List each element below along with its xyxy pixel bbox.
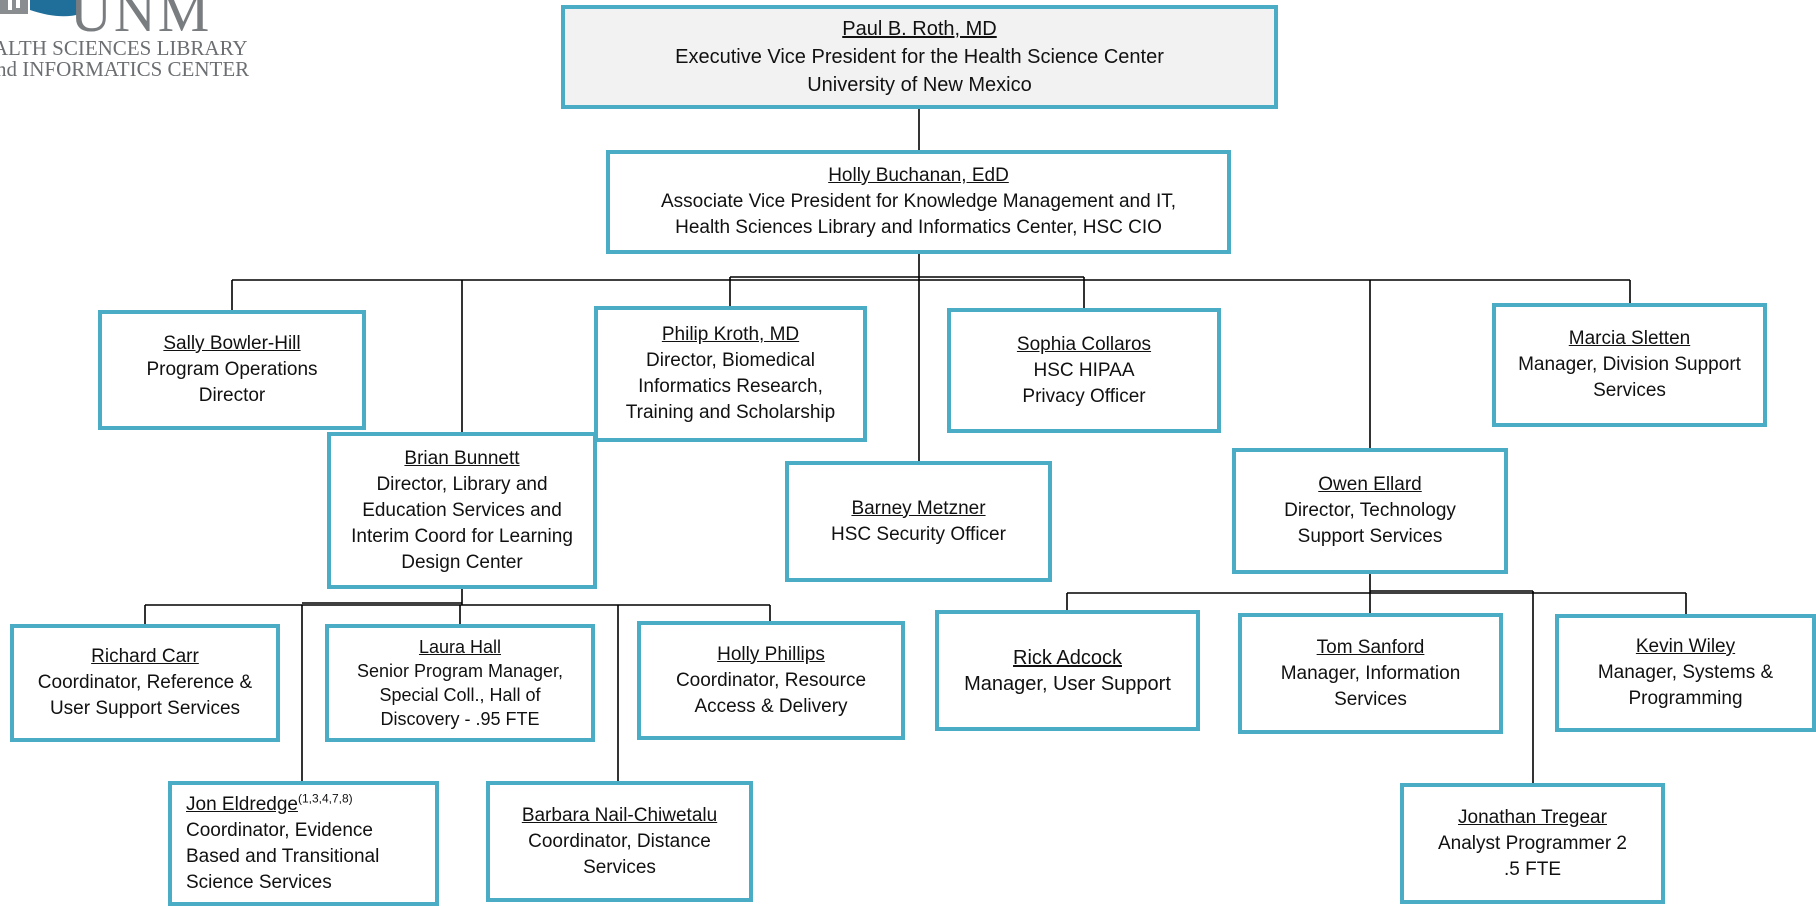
person-name: Barbara Nail-Chiwetalu [521,804,718,826]
person-name: Holly Buchanan, EdD [828,165,1009,186]
person-title: HSC HIPAA [1033,359,1135,381]
person-name: Marcia Sletten [1568,328,1691,349]
person-title: Education Services and [362,499,562,521]
person-title: Discovery - .95 FTE [380,709,540,729]
person-name: Tom Sanford [1316,636,1425,658]
person-title: Services [1593,380,1666,401]
person-title: Coordinator, Distance [528,830,711,852]
org-node-tregear: Jonathan Tregear Analyst Programmer 2 .5… [1400,783,1665,904]
person-title: Privacy Officer [1022,385,1146,407]
person-title: Manager, Information [1280,662,1461,684]
logo-line-2: nd INFORMATICS CENTER [0,57,250,80]
org-node-metzner: Barney Metzner HSC Security Officer [785,461,1052,582]
footnote-refs: (1,3,4,7,8) [297,791,353,806]
person-title: Senior Program Manager, [356,661,564,681]
person-title: Executive Vice President for the Health … [675,46,1164,68]
person-name: Jon Eldredge [186,793,298,815]
person-title: Manager, User Support [964,672,1171,695]
person-title: Program Operations [146,359,318,380]
unm-hslic-logo: UNM EALTH SCIENCES LIBRARY nd INFORMATIC… [0,0,300,80]
logo-line-1: EALTH SCIENCES LIBRARY [0,36,248,60]
person-title: Associate Vice President for Knowledge M… [660,191,1177,212]
org-node-eldredge: Jon Eldredge(1,3,4,7,8) Coordinator, Evi… [168,781,439,906]
person-title: Analyst Programmer 2 [1437,832,1627,854]
person-title: Informatics Research, [638,376,823,397]
person-title: Director, Biomedical [646,350,815,371]
org-node-collaros: Sophia Collaros HSC HIPAA Privacy Office… [947,308,1221,433]
person-name: Rick Adcock [1013,646,1122,669]
person-name: Barney Metzner [851,497,986,519]
person-name: Richard Carr [91,646,199,667]
person-title: Science Services [186,871,332,893]
person-name: Sophia Collaros [1016,333,1152,355]
person-name: Owen Ellard [1318,474,1422,495]
person-name: Paul B. Roth, MD [842,18,997,40]
org-node-adcock: Rick Adcock Manager, User Support [935,610,1200,731]
person-title: Director [198,385,266,406]
person-title: Support Services [1297,526,1443,547]
person-title: Coordinator, Resource [675,669,867,691]
person-title: Access & Delivery [694,695,848,717]
org-node-phillips: Holly Phillips Coordinator, Resource Acc… [637,621,905,740]
org-node-hall: Laura Hall Senior Program Manager, Speci… [325,624,595,742]
org-node-nail-chiwetalu: Barbara Nail-Chiwetalu Coordinator, Dist… [486,781,753,902]
org-node-roth: Paul B. Roth, MD Executive Vice Presiden… [561,5,1278,109]
person-title: User Support Services [49,698,241,719]
person-name: Philip Kroth, MD [661,324,800,345]
person-title: Manager, Division Support [1518,354,1741,375]
person-title: Health Sciences Library and Informatics … [675,217,1162,238]
person-title: HSC Security Officer [831,523,1006,545]
person-title: Training and Scholarship [625,402,836,423]
org-node-bowler-hill: Sally Bowler-Hill Program Operations Dir… [98,310,366,430]
person-title: Director, Technology [1284,500,1456,521]
person-title: Programming [1628,688,1743,709]
unm-logo-icon [0,0,80,17]
person-title: Design Center [401,551,523,573]
person-title: Interim Coord for Learning [351,525,573,547]
person-title: University of New Mexico [807,74,1032,96]
person-name: Brian Bunnett [404,447,520,469]
person-title: .5 FTE [1503,858,1561,880]
person-title: Coordinator, Reference & [37,672,253,693]
person-title: Coordinator, Evidence [186,819,373,841]
org-node-bunnett: Brian Bunnett Director, Library and Educ… [327,432,597,589]
person-name: Kevin Wiley [1635,636,1736,657]
org-node-buchanan: Holly Buchanan, EdD Associate Vice Presi… [606,150,1231,254]
logo-mark: UNM [70,0,212,44]
person-name: Jonathan Tregear [1458,806,1607,828]
org-node-sanford: Tom Sanford Manager, Information Service… [1238,613,1503,734]
person-title: Director, Library and [376,473,548,495]
org-node-carr: Richard Carr Coordinator, Reference & Us… [10,624,280,742]
person-name: Laura Hall [418,637,502,657]
person-title: Services [1334,688,1407,710]
person-title: Manager, Systems & [1597,662,1774,683]
org-node-ellard: Owen Ellard Director, Technology Support… [1232,448,1508,574]
person-name: Holly Phillips [717,643,825,665]
org-node-kroth: Philip Kroth, MD Director, Biomedical In… [594,306,867,442]
person-title: Special Coll., Hall of [379,685,541,705]
org-node-wiley: Kevin Wiley Manager, Systems & Programmi… [1555,614,1816,732]
person-title: Services [583,856,656,878]
org-node-sletten: Marcia Sletten Manager, Division Support… [1492,303,1767,427]
person-title: Based and Transitional [186,845,380,867]
person-name: Sally Bowler-Hill [163,333,301,354]
